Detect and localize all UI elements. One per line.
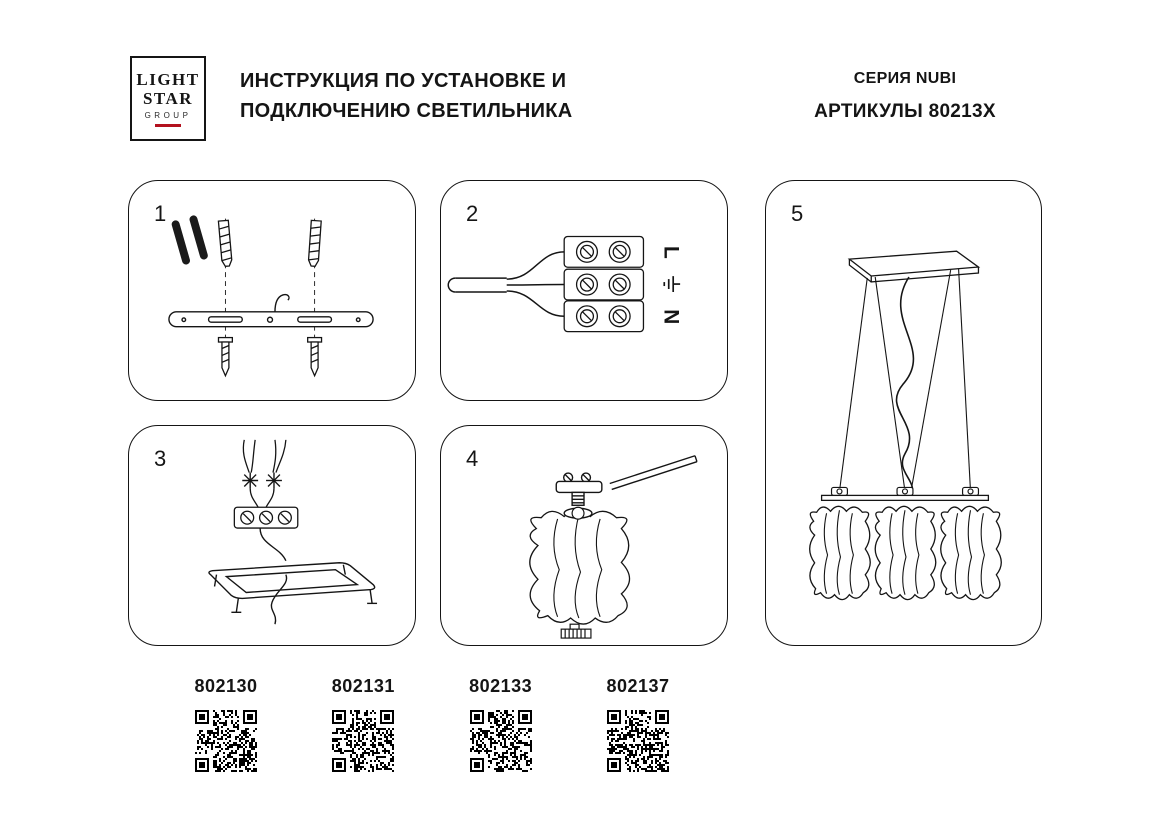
hanging-wire: [270, 574, 288, 625]
product-item-4: 802137: [578, 676, 698, 772]
mounting-plate: [168, 293, 374, 328]
ceiling-canopy: [208, 562, 378, 613]
step-5-illustration-assembled-pendant: [809, 250, 1002, 601]
step-3-panel: 3: [128, 425, 416, 646]
twist-connector-right: [265, 471, 283, 490]
label-live: L: [660, 246, 683, 259]
mounting-arm: [609, 455, 698, 491]
wall-anchors-dark: [171, 215, 208, 265]
step-2-illustration-wiring: L N: [447, 235, 683, 333]
step-4-panel: 4: [440, 425, 728, 646]
logo-word-light: LIGHT: [136, 70, 200, 89]
shade-mounts: [830, 486, 980, 496]
label-neutral: N: [660, 309, 683, 324]
step-3-number: 3: [154, 446, 167, 471]
articles-code: АРТИКУЛЫ 80213X: [814, 101, 996, 122]
article-number: 802130: [194, 676, 258, 696]
logo-word-star: STAR: [142, 89, 194, 108]
qr-code: [332, 710, 395, 772]
series-name: СЕРИЯ NUBI: [853, 70, 957, 87]
screw-left: [217, 336, 234, 377]
step-1-number: 1: [154, 201, 167, 226]
cable-hook: [274, 293, 290, 312]
cloud-shade-right: [940, 505, 1002, 601]
cloud-shade-left: [809, 505, 871, 601]
step-1-panel: 1: [128, 180, 416, 401]
title-line-1: ИНСТРУКЦИЯ ПО УСТАНОВКЕ И: [240, 70, 567, 92]
product-item-1: 802130: [166, 676, 286, 772]
shade-bracket: [555, 472, 603, 506]
step-2-number: 2: [466, 201, 479, 226]
product-item-3: 802133: [441, 676, 561, 772]
qr-code: [195, 710, 257, 772]
screw-right: [307, 336, 323, 377]
twist-connector-left: [241, 471, 259, 490]
wiring-labels: L N: [660, 246, 683, 324]
product-list: 802130 802131 802133 802137: [166, 676, 698, 772]
terminal-block-small: [233, 506, 299, 529]
wire-to-canopy: [259, 528, 287, 562]
cloud-shade-center: [874, 505, 937, 601]
step-4-number: 4: [466, 446, 479, 471]
article-number: 802137: [606, 676, 670, 696]
step-5-number: 5: [791, 201, 804, 226]
qr-code: [469, 710, 532, 772]
step-4-illustration-shade: [528, 455, 698, 639]
series-info: СЕРИЯ NUBI АРТИКУЛЫ 80213X: [790, 70, 1020, 123]
article-number: 802133: [469, 676, 533, 696]
terminal-block: [563, 235, 645, 333]
step-5-panel: 5: [765, 180, 1042, 646]
earth-symbol: [663, 276, 681, 292]
product-item-2: 802131: [303, 676, 423, 772]
wall-plug-right: [307, 219, 322, 268]
qr-code: [606, 710, 669, 772]
suspension-wires: [838, 269, 972, 492]
lightstar-logo: LIGHT STAR GROUP: [130, 56, 206, 141]
logo-red-underline: [155, 124, 181, 127]
wall-plug-left: [217, 219, 233, 268]
ceiling-wires: [242, 439, 287, 473]
article-number: 802131: [331, 676, 395, 696]
title-line-2: ПОДКЛЮЧЕНИЮ СВЕТИЛЬНИКА: [240, 100, 573, 122]
logo-word-group: GROUP: [144, 111, 192, 120]
step-3-illustration-canopy: [208, 439, 378, 625]
support-bar: [820, 494, 990, 502]
ceiling-plate: [847, 250, 981, 283]
power-cord: [895, 276, 915, 496]
diffuser-cap: [560, 623, 592, 639]
page-title: ИНСТРУКЦИЯ ПО УСТАНОВКЕ И ПОДКЛЮЧЕНИЮ СВ…: [240, 66, 573, 126]
supply-cable: [447, 251, 565, 318]
cloud-shade: [528, 509, 631, 626]
step-1-illustration-mounting-plate: [168, 215, 374, 377]
step-2-panel: L N 2: [440, 180, 728, 401]
